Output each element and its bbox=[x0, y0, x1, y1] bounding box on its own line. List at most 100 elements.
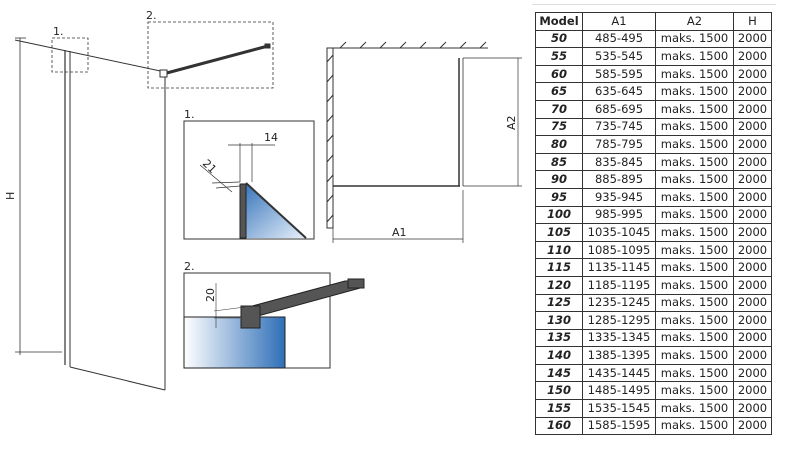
cell-a1: 1235-1245 bbox=[582, 293, 656, 313]
cell-a2: maks. 1500 bbox=[655, 117, 734, 137]
dimension-a1-label: A1 bbox=[392, 226, 407, 239]
cell-a1: 1585-1595 bbox=[582, 416, 656, 436]
cell-a1: 585-595 bbox=[582, 64, 656, 84]
cell-h: 2000 bbox=[733, 47, 772, 66]
cell-a2: maks. 1500 bbox=[655, 346, 734, 365]
detail-2-label: 2. bbox=[184, 260, 195, 273]
cell-a2: maks. 1500 bbox=[655, 381, 734, 401]
panel-perspective bbox=[14, 21, 274, 391]
cell-a2: maks. 1500 bbox=[655, 240, 734, 260]
cell-h: 2000 bbox=[733, 223, 772, 242]
detail-1-box bbox=[183, 120, 315, 240]
cell-h: 2000 bbox=[733, 170, 772, 189]
cell-model: 155 bbox=[535, 399, 583, 418]
table-header-row: Model A1 A2 H bbox=[535, 12, 772, 31]
cell-a2: maks. 1500 bbox=[655, 399, 734, 418]
cell-a1: 735-745 bbox=[582, 117, 656, 137]
cell-a2: maks. 1500 bbox=[655, 205, 734, 225]
cell-a2: maks. 1500 bbox=[655, 363, 734, 383]
cell-model: 110 bbox=[535, 240, 583, 260]
cell-h: 2000 bbox=[733, 117, 772, 137]
cell-h: 2000 bbox=[733, 381, 772, 401]
dimension-20-label: 20 bbox=[204, 288, 217, 302]
detail-1-label: 1. bbox=[184, 108, 195, 121]
cell-model: 105 bbox=[535, 223, 583, 242]
cell-a1: 1385-1395 bbox=[582, 346, 656, 365]
dimension-14-label: 14 bbox=[264, 131, 278, 144]
cell-h: 2000 bbox=[733, 187, 772, 207]
cell-h: 2000 bbox=[733, 82, 772, 101]
cell-a1: 1485-1495 bbox=[582, 381, 656, 401]
cell-a1: 635-645 bbox=[582, 82, 656, 101]
cell-model: 120 bbox=[535, 275, 583, 295]
cell-model: 130 bbox=[535, 311, 583, 330]
cell-a2: maks. 1500 bbox=[655, 135, 734, 154]
cell-a1: 535-545 bbox=[582, 47, 656, 66]
divider bbox=[532, 4, 776, 5]
cell-h: 2000 bbox=[733, 311, 772, 330]
cell-h: 2000 bbox=[733, 205, 772, 225]
cell-a2: maks. 1500 bbox=[655, 99, 734, 119]
cell-a1: 485-495 bbox=[582, 29, 656, 49]
cell-a1: 985-995 bbox=[582, 205, 656, 225]
detail-2-box bbox=[183, 272, 365, 369]
cell-a2: maks. 1500 bbox=[655, 170, 734, 189]
detail-1-callout: 1. bbox=[53, 25, 64, 38]
cell-a2: maks. 1500 bbox=[655, 293, 734, 313]
cell-h: 2000 bbox=[733, 293, 772, 313]
cell-h: 2000 bbox=[733, 99, 772, 119]
plan-view bbox=[326, 41, 522, 243]
cell-a2: maks. 1500 bbox=[655, 275, 734, 295]
cell-model: 160 bbox=[535, 416, 583, 436]
cell-a1: 685-695 bbox=[582, 99, 656, 119]
cell-model: 145 bbox=[535, 363, 583, 383]
cell-a2: maks. 1500 bbox=[655, 258, 734, 277]
cell-a1: 835-845 bbox=[582, 152, 656, 172]
header-model: Model bbox=[535, 12, 583, 31]
cell-model: 85 bbox=[535, 152, 583, 172]
cell-h: 2000 bbox=[733, 152, 772, 172]
cell-model: 65 bbox=[535, 82, 583, 101]
cell-a2: maks. 1500 bbox=[655, 64, 734, 84]
cell-h: 2000 bbox=[733, 363, 772, 383]
cell-a2: maks. 1500 bbox=[655, 187, 734, 207]
cell-h: 2000 bbox=[733, 29, 772, 49]
cell-model: 95 bbox=[535, 187, 583, 207]
cell-h: 2000 bbox=[733, 258, 772, 277]
cell-model: 125 bbox=[535, 293, 583, 313]
cell-a2: maks. 1500 bbox=[655, 29, 734, 49]
cell-model: 150 bbox=[535, 381, 583, 401]
cell-a1: 1135-1145 bbox=[582, 258, 656, 277]
cell-a1: 1435-1445 bbox=[582, 363, 656, 383]
cell-a1: 885-895 bbox=[582, 170, 656, 189]
cell-a2: maks. 1500 bbox=[655, 311, 734, 330]
cell-h: 2000 bbox=[733, 328, 772, 348]
cell-model: 90 bbox=[535, 170, 583, 189]
header-a2: A2 bbox=[655, 12, 734, 31]
cell-a1: 935-945 bbox=[582, 187, 656, 207]
cell-h: 2000 bbox=[733, 275, 772, 295]
cell-model: 75 bbox=[535, 117, 583, 137]
cell-a2: maks. 1500 bbox=[655, 47, 734, 66]
cell-a2: maks. 1500 bbox=[655, 328, 734, 348]
cell-h: 2000 bbox=[733, 399, 772, 418]
cell-model: 60 bbox=[535, 64, 583, 84]
